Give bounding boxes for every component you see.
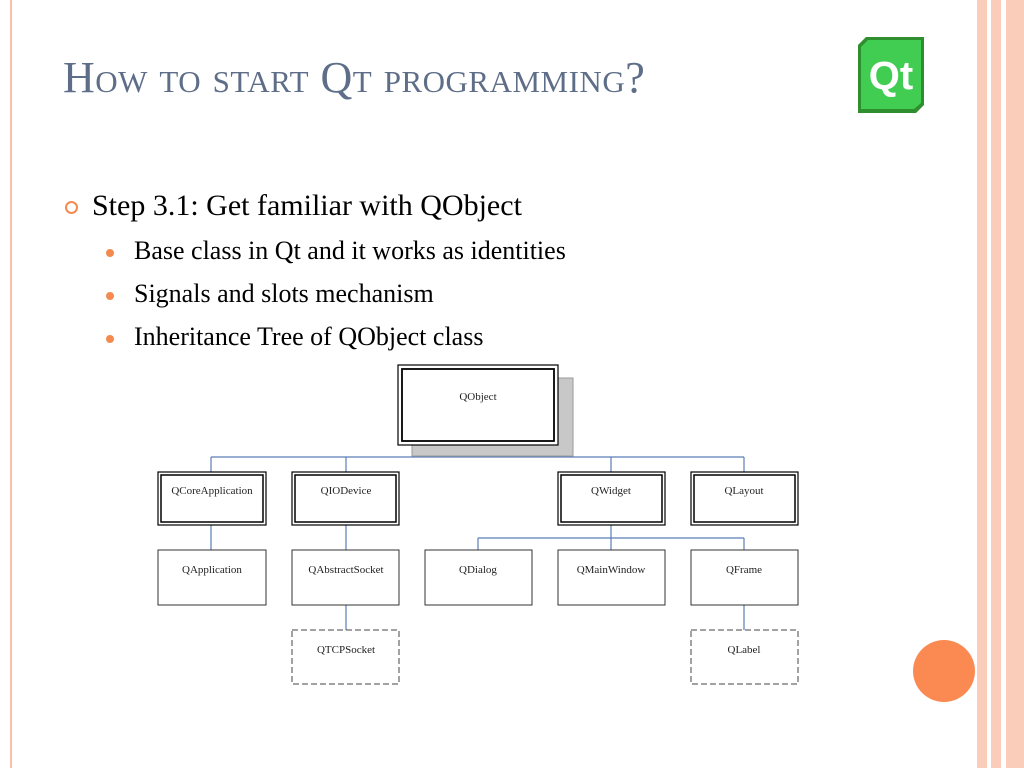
- node-label: QFrame: [726, 564, 762, 576]
- node-label: QTCPSocket: [317, 644, 375, 656]
- bullet-ring-icon: [65, 201, 78, 214]
- inheritance-tree-diagram: QObject QCoreApplication QIODevice QWidg…: [157, 364, 799, 685]
- slide-title: How to start Qt programming?: [63, 53, 646, 102]
- node-qmainwindow: QMainWindow: [557, 549, 666, 606]
- bullet-dot-icon: [106, 292, 114, 300]
- node-label: QLayout: [724, 485, 763, 497]
- right-stripe: [991, 0, 1001, 768]
- bullet-dot-icon: [106, 249, 114, 257]
- node-qwidget: QWidget: [557, 471, 666, 526]
- bullet-main: Step 3.1: Get familiar with QObject: [92, 189, 522, 222]
- node-qabstractsocket: QAbstractSocket: [291, 549, 400, 606]
- node-label: QIODevice: [321, 485, 372, 497]
- sub-bullet: Inheritance Tree of QObject class: [134, 322, 484, 351]
- right-stripe-gap: [1001, 0, 1006, 768]
- node-label: QMainWindow: [577, 564, 646, 576]
- right-stripe: [977, 0, 987, 768]
- node-qdialog: QDialog: [424, 549, 533, 606]
- right-stripe: [1006, 0, 1024, 768]
- node-qlayout: QLayout: [690, 471, 799, 526]
- node-label: QWidget: [591, 485, 631, 497]
- decorative-orange-circle: [913, 640, 975, 702]
- node-qframe: QFrame: [690, 549, 799, 606]
- sub-bullet: Signals and slots mechanism: [134, 279, 434, 308]
- left-border-line: [10, 0, 12, 768]
- node-label: QLabel: [728, 644, 761, 656]
- qt-logo: Qt: [858, 37, 924, 113]
- node-qapplication: QApplication: [157, 549, 267, 606]
- node-qobject: QObject: [397, 364, 559, 446]
- node-qlabel: QLabel: [690, 629, 799, 685]
- node-label: QApplication: [182, 564, 242, 576]
- node-label: QObject: [459, 391, 496, 403]
- bullet-dot-icon: [106, 335, 114, 343]
- tree-connectors: [210, 443, 745, 630]
- node-qiodevice: QIODevice: [291, 471, 400, 526]
- right-stripe-gap: [987, 0, 991, 768]
- node-label: QDialog: [459, 564, 497, 576]
- node-qcoreapplication: QCoreApplication: [157, 471, 267, 526]
- sub-bullet: Base class in Qt and it works as identit…: [134, 236, 566, 265]
- node-label: QAbstractSocket: [308, 564, 383, 576]
- node-label: QCoreApplication: [171, 485, 253, 497]
- node-qtcpsocket: QTCPSocket: [291, 629, 400, 685]
- qt-logo-text: Qt: [869, 54, 913, 98]
